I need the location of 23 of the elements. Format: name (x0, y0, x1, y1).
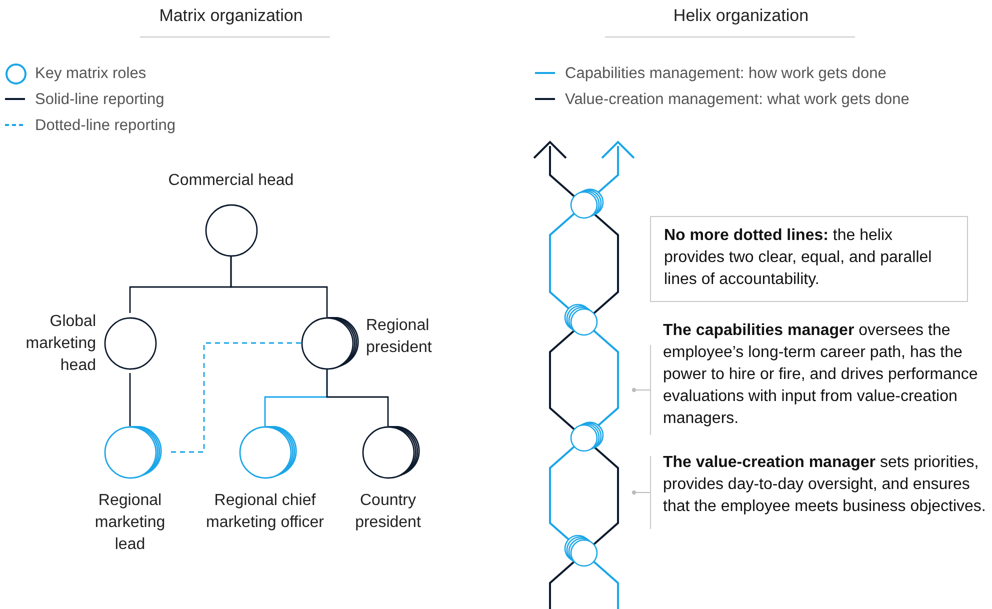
legend-text: Value-creation management: what work gets done (565, 90, 910, 110)
leader-line (632, 490, 650, 495)
legend-text: Key matrix roles (35, 64, 146, 84)
callout-text: The capabilities manager oversees the employee’s long-term career path, has the power to hire or fire, and drives performance evaluations with input from value-creation managers. (663, 321, 979, 429)
role-label: Global marketing head (24, 312, 96, 376)
callout-box (650, 216, 968, 302)
legend-text: Dotted-line reporting (35, 116, 176, 136)
role-label: Regional chief marketing officer (205, 491, 325, 533)
role-label: Country president (354, 491, 422, 533)
role-label: Commercial head (167, 171, 295, 191)
callout-text: No more dotted lines: the helix provides two clear, equal, and parallel lines of accountability. (664, 226, 933, 290)
reporting-line (230, 256, 328, 317)
dotted-reporting-line (170, 342, 301, 453)
callout-text: The value-creation manager sets priorities, provides day-to-day oversight, and ensures that the employee meets business objectives. (663, 453, 987, 517)
section-heading: Matrix organization (158, 5, 304, 27)
legend-text: Capabilities management: how work gets done (565, 64, 886, 84)
legend-text: Solid-line reporting (35, 90, 164, 110)
leader-line (632, 388, 650, 392)
reporting-line (326, 369, 389, 426)
role-label: Regional president (366, 316, 433, 358)
role-label: Regional marketing lead (94, 491, 166, 555)
section-heading: Helix organization (672, 5, 810, 27)
reporting-line (129, 373, 131, 426)
